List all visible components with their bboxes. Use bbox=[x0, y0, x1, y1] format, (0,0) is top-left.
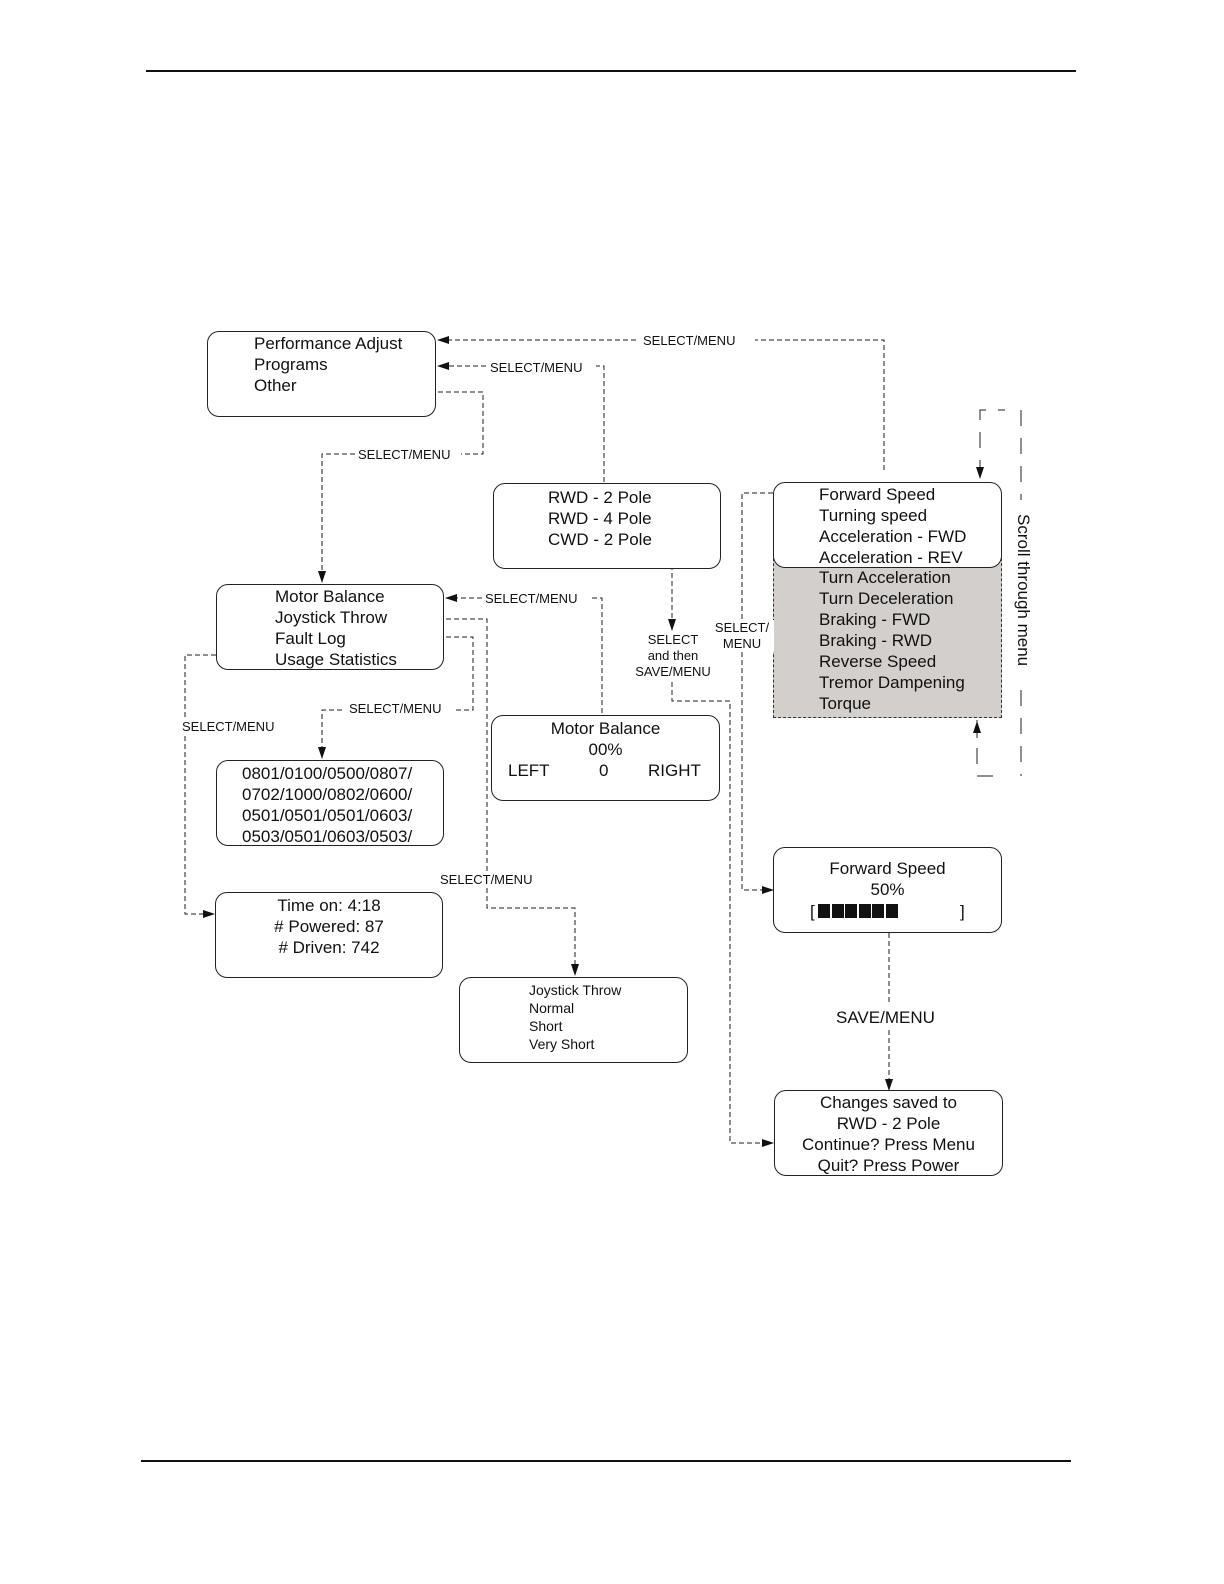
wire-scroll-loop-bottom bbox=[976, 720, 1005, 777]
performance-item-turn-acceleration[interactable]: Turn Acceleration bbox=[819, 568, 951, 587]
main-menu-item-programs[interactable]: Programs bbox=[254, 355, 328, 374]
forward-speed-bar-segment bbox=[845, 904, 857, 918]
usage-statistics-box: Time on: 4:18 # Powered: 87 # Driven: 74… bbox=[215, 892, 443, 978]
label-select-slash: SELECT/ bbox=[714, 620, 770, 635]
forward-speed-title: Forward Speed bbox=[829, 859, 946, 878]
wire-other-to-joystick bbox=[446, 618, 575, 975]
performance-item-tremor-dampening[interactable]: Tremor Dampening bbox=[819, 673, 965, 692]
performance-item-forward-speed[interactable]: Forward Speed bbox=[819, 485, 936, 504]
label-scroll-through-menu: Scroll through menu bbox=[1014, 514, 1033, 667]
header-rule bbox=[146, 70, 1076, 72]
fault-log-line: 0501/0501/0501/0603/ bbox=[242, 806, 413, 825]
changes-saved-line: Changes saved to bbox=[819, 1093, 958, 1112]
performance-item-acceleration-rev[interactable]: Acceleration - REV bbox=[819, 548, 963, 567]
other-item-motor-balance[interactable]: Motor Balance bbox=[275, 587, 385, 606]
performance-item-braking-fwd[interactable]: Braking - FWD bbox=[819, 610, 931, 629]
label-and-then-line: and then bbox=[647, 648, 699, 663]
other-item-fault-log[interactable]: Fault Log bbox=[275, 629, 346, 648]
label-select-line: SELECT bbox=[647, 632, 699, 647]
forward-speed-bar-segment bbox=[818, 904, 830, 918]
main-menu-item-other[interactable]: Other bbox=[254, 376, 297, 395]
joystick-option-very-short[interactable]: Very Short bbox=[529, 1036, 595, 1052]
wire-balance-to-saved bbox=[671, 682, 774, 1147]
label-select-menu-balance: SELECT/MENU bbox=[485, 591, 578, 606]
fault-log-line: 0702/1000/0802/0600/ bbox=[242, 785, 413, 804]
performance-item-turn-deceleration[interactable]: Turn Deceleration bbox=[819, 589, 954, 608]
label-select-slash-menu: SELECT/ MENU bbox=[710, 620, 774, 652]
programs-item-cwd2[interactable]: CWD - 2 Pole bbox=[548, 530, 652, 549]
joystick-throw-title: Joystick Throw bbox=[529, 982, 622, 998]
performance-item-acceleration-fwd[interactable]: Acceleration - FWD bbox=[819, 527, 967, 546]
label-select-menu-faultlog: SELECT/MENU bbox=[349, 701, 442, 716]
fault-log-box: 0801/0100/0500/0807/ 0702/1000/0802/0600… bbox=[216, 760, 444, 846]
label-menu: MENU bbox=[722, 636, 762, 651]
label-select-menu-other: SELECT/MENU bbox=[358, 447, 451, 462]
motor-balance-center: 0 bbox=[599, 761, 609, 780]
usage-powered: # Powered: 87 bbox=[274, 917, 384, 936]
programs-menu-box[interactable]: RWD - 2 Pole RWD - 4 Pole CWD - 2 Pole bbox=[493, 483, 721, 569]
motor-balance-left: LEFT bbox=[508, 761, 550, 780]
wire-performance-to-forward bbox=[741, 492, 773, 890]
wire-other-to-faultlog bbox=[322, 636, 474, 758]
changes-saved-quit: Quit? Press Power bbox=[817, 1156, 960, 1175]
performance-menu-box[interactable]: Forward Speed Turning speed Acceleration… bbox=[773, 482, 1002, 568]
main-menu-item-performance[interactable]: Performance Adjust bbox=[254, 334, 403, 353]
wire-other-to-usage bbox=[184, 654, 216, 914]
performance-item-turning-speed[interactable]: Turning speed bbox=[819, 506, 928, 525]
label-select-menu-top: SELECT/MENU bbox=[643, 333, 736, 348]
other-item-joystick-throw[interactable]: Joystick Throw bbox=[275, 608, 388, 627]
programs-item-rwd2[interactable]: RWD - 2 Pole bbox=[548, 488, 652, 507]
performance-item-reverse-speed[interactable]: Reverse Speed bbox=[819, 652, 937, 671]
label-save-menu: SAVE/MENU bbox=[836, 1008, 935, 1028]
other-menu-box[interactable]: Motor Balance Joystick Throw Fault Log U… bbox=[216, 584, 444, 670]
other-item-usage-statistics[interactable]: Usage Statistics bbox=[275, 650, 397, 669]
wire-other-to-balance bbox=[446, 598, 603, 713]
label-select-menu-joystick: SELECT/MENU bbox=[440, 872, 533, 887]
forward-speed-bar-segment bbox=[858, 904, 871, 918]
wire-main-to-other bbox=[322, 391, 484, 582]
wire-performance-to-main bbox=[438, 340, 885, 470]
forward-speed-bar-open: [ bbox=[810, 902, 815, 921]
programs-item-rwd4[interactable]: RWD - 4 Pole bbox=[548, 509, 652, 528]
changes-saved-box: Changes saved to RWD - 2 Pole Continue? … bbox=[774, 1090, 1003, 1176]
wire-main-to-programs bbox=[438, 366, 605, 482]
joystick-option-short[interactable]: Short bbox=[529, 1018, 563, 1034]
usage-time-on: Time on: 4:18 bbox=[277, 896, 381, 915]
joystick-option-normal[interactable]: Normal bbox=[529, 1000, 575, 1016]
changes-saved-continue: Continue? Press Menu bbox=[802, 1135, 975, 1154]
performance-item-braking-rwd[interactable]: Braking - RWD bbox=[819, 631, 933, 650]
forward-speed-bar-segment bbox=[872, 904, 884, 918]
label-select-menu-usage: SELECT/MENU bbox=[182, 719, 275, 734]
forward-speed-bar-segment bbox=[831, 904, 844, 918]
motor-balance-box: Motor Balance 00% LEFT 0 RIGHT bbox=[491, 715, 720, 801]
joystick-throw-box[interactable]: Joystick Throw Normal Short Very Short bbox=[459, 977, 688, 1063]
forward-speed-bar-segment bbox=[885, 904, 898, 918]
wire-scroll-loop-top bbox=[979, 409, 1005, 476]
fault-log-line: 0801/0100/0500/0807/ bbox=[242, 764, 413, 783]
forward-speed-value: 50% bbox=[870, 880, 905, 899]
motor-balance-value: 00% bbox=[588, 740, 623, 759]
label-select-then-save: SELECT and then SAVE/MENU bbox=[630, 632, 716, 680]
footer-rule bbox=[141, 1460, 1071, 1462]
label-save-menu-line: SAVE/MENU bbox=[635, 664, 711, 679]
changes-saved-program: RWD - 2 Pole bbox=[836, 1114, 941, 1133]
forward-speed-bar bbox=[818, 904, 899, 923]
motor-balance-title: Motor Balance bbox=[550, 719, 661, 738]
motor-balance-right: RIGHT bbox=[648, 761, 701, 780]
fault-log-line: 0503/0501/0603/0503/ bbox=[242, 827, 413, 846]
performance-item-torque[interactable]: Torque bbox=[819, 694, 871, 713]
usage-driven: # Driven: 742 bbox=[278, 938, 380, 957]
main-menu-box[interactable]: Performance Adjust Programs Other bbox=[207, 331, 436, 417]
performance-scroll-region: Turn Acceleration Turn Deceleration Brak… bbox=[773, 548, 1002, 718]
forward-speed-bar-close: ] bbox=[960, 902, 965, 921]
forward-speed-box: Forward Speed 50% [ ] bbox=[773, 847, 1002, 933]
label-select-menu-programs: SELECT/MENU bbox=[490, 360, 583, 375]
